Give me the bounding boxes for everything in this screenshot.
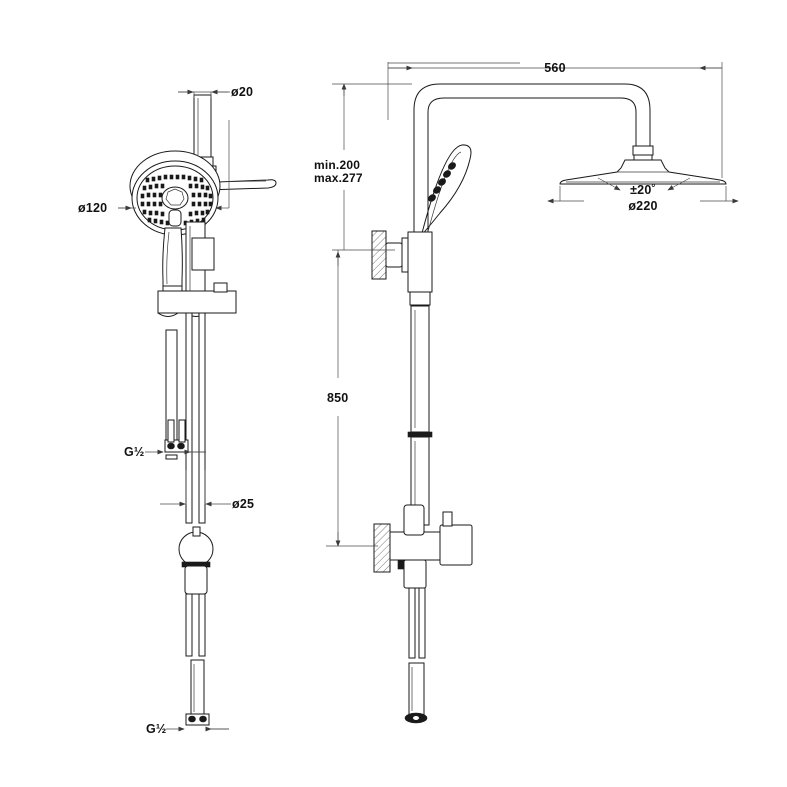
label-hand-shower-diameter: ø120 (78, 201, 107, 215)
front-lower-hose (185, 659, 210, 726)
side-hand-shower (419, 145, 471, 245)
front-diverter-knob (178, 526, 214, 657)
front-riser-tubes (165, 312, 206, 524)
side-wall-bracket-upper (371, 230, 411, 280)
front-view-group (118, 89, 277, 732)
side-mixer-valve (373, 504, 473, 659)
label-inlet-thread-bottom: G½ (146, 722, 167, 736)
dimension-labels: ø20 ø120 ø25 G½ G½ 560 min.200 max.277 8… (78, 61, 657, 736)
label-arm-projection: 560 (544, 61, 565, 75)
front-spray-nozzles (140, 174, 213, 226)
side-view-group (326, 62, 739, 724)
front-slider-bracket (157, 282, 237, 317)
label-valve-height: 850 (327, 391, 348, 405)
front-hand-shower-head (129, 150, 221, 236)
front-inlet-fitting-upper (164, 419, 189, 453)
front-riser-rail (185, 221, 215, 295)
label-head-tilt-angle: ±20˚ (630, 183, 656, 197)
side-dimension-lines (326, 62, 739, 547)
front-dimension-lines (118, 89, 231, 732)
label-inlet-thread-top: G½ (124, 445, 145, 459)
label-head-height-min: min.200 (314, 158, 360, 172)
side-overhead-head (559, 159, 727, 185)
front-hand-shower-handle (162, 227, 183, 295)
label-head-pipe-diameter: ø20 (231, 85, 253, 99)
side-lower-hose (404, 662, 428, 724)
label-riser-rail-diameter: ø25 (232, 497, 254, 511)
side-riser-body (407, 231, 433, 526)
side-spray-slots (428, 162, 456, 202)
label-overhead-diameter: ø220 (628, 199, 657, 213)
label-head-height-max: max.277 (314, 171, 363, 185)
side-shower-arm (414, 84, 654, 300)
